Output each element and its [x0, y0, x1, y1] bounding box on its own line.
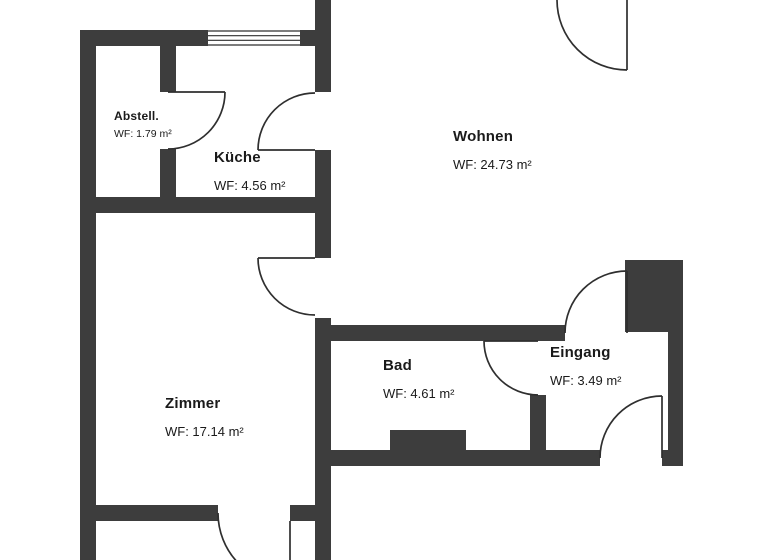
door-swing-arc — [556, 0, 628, 71]
door-entrance — [599, 395, 663, 459]
wall-center-vertical-lower — [315, 318, 331, 560]
room-name-zimmer: Zimmer — [165, 395, 221, 412]
door-swing-arc — [483, 340, 539, 396]
door-swing-arc — [217, 512, 237, 560]
room-area-zimmer: WF: 17.14 m² — [165, 424, 244, 439]
room-label-eingang: Eingang WF: 3.49 m² — [550, 344, 622, 389]
wall-zimmer-bottom-left — [96, 505, 218, 521]
room-name-wohnen: Wohnen — [453, 128, 514, 145]
wall-left — [80, 30, 96, 560]
room-name-eingang: Eingang — [550, 344, 611, 361]
room-label-wohnen: Wohnen WF: 24.73 m² — [453, 128, 532, 173]
room-label-abstell: Abstell. WF: 1.79 m² — [114, 109, 172, 141]
wall-abstell-right-lower — [160, 149, 176, 197]
window-opening — [208, 30, 300, 46]
wall-right — [668, 332, 683, 466]
wall-bottom-right-of-entrance — [662, 450, 683, 466]
room-area-bad: WF: 4.61 m² — [383, 386, 455, 401]
door-swing-arc — [257, 257, 316, 316]
door-swing-arc — [564, 270, 628, 334]
room-area-kueche: WF: 4.56 m² — [214, 178, 286, 193]
door-swing-arc — [257, 92, 316, 151]
window-panes — [208, 30, 300, 46]
wall-kueche-bottom — [96, 197, 331, 213]
wall-abstell-right-upper — [160, 46, 176, 92]
room-area-wohnen: WF: 24.73 m² — [453, 157, 532, 172]
door-swing-arc — [167, 91, 226, 150]
door-swing-arc — [599, 395, 663, 459]
wall-zimmer-bottom-right — [290, 505, 331, 521]
room-name-kueche: Küche — [214, 149, 261, 166]
room-area-abstell: WF: 1.79 m² — [114, 128, 172, 140]
wall-center-vertical-upper — [315, 150, 331, 258]
door-kueche — [257, 92, 316, 151]
wall-pier-right — [625, 260, 683, 332]
room-label-bad: Bad WF: 4.61 m² — [383, 357, 455, 402]
walls — [80, 0, 683, 560]
door-eingang-wohnen — [564, 270, 628, 334]
doors — [167, 0, 663, 560]
door-abstell — [167, 91, 226, 150]
door-bad — [483, 340, 539, 396]
wall-wohnen-bottom — [331, 325, 565, 341]
door-zimmer-bottom — [217, 512, 291, 560]
duct-block — [390, 430, 466, 466]
wall-top-center-vertical — [315, 0, 331, 92]
room-area-eingang: WF: 3.49 m² — [550, 373, 622, 388]
room-label-zimmer: Zimmer WF: 17.14 m² — [165, 395, 244, 440]
room-name-abstell: Abstell. — [114, 109, 159, 123]
door-wohnen-top — [556, 0, 628, 71]
wall-bad-eingang-divider — [530, 395, 546, 466]
window-symbol — [208, 30, 300, 46]
door-zimmer — [257, 257, 316, 316]
room-label-kueche: Küche WF: 4.56 m² — [214, 149, 286, 194]
room-name-bad: Bad — [383, 357, 412, 374]
